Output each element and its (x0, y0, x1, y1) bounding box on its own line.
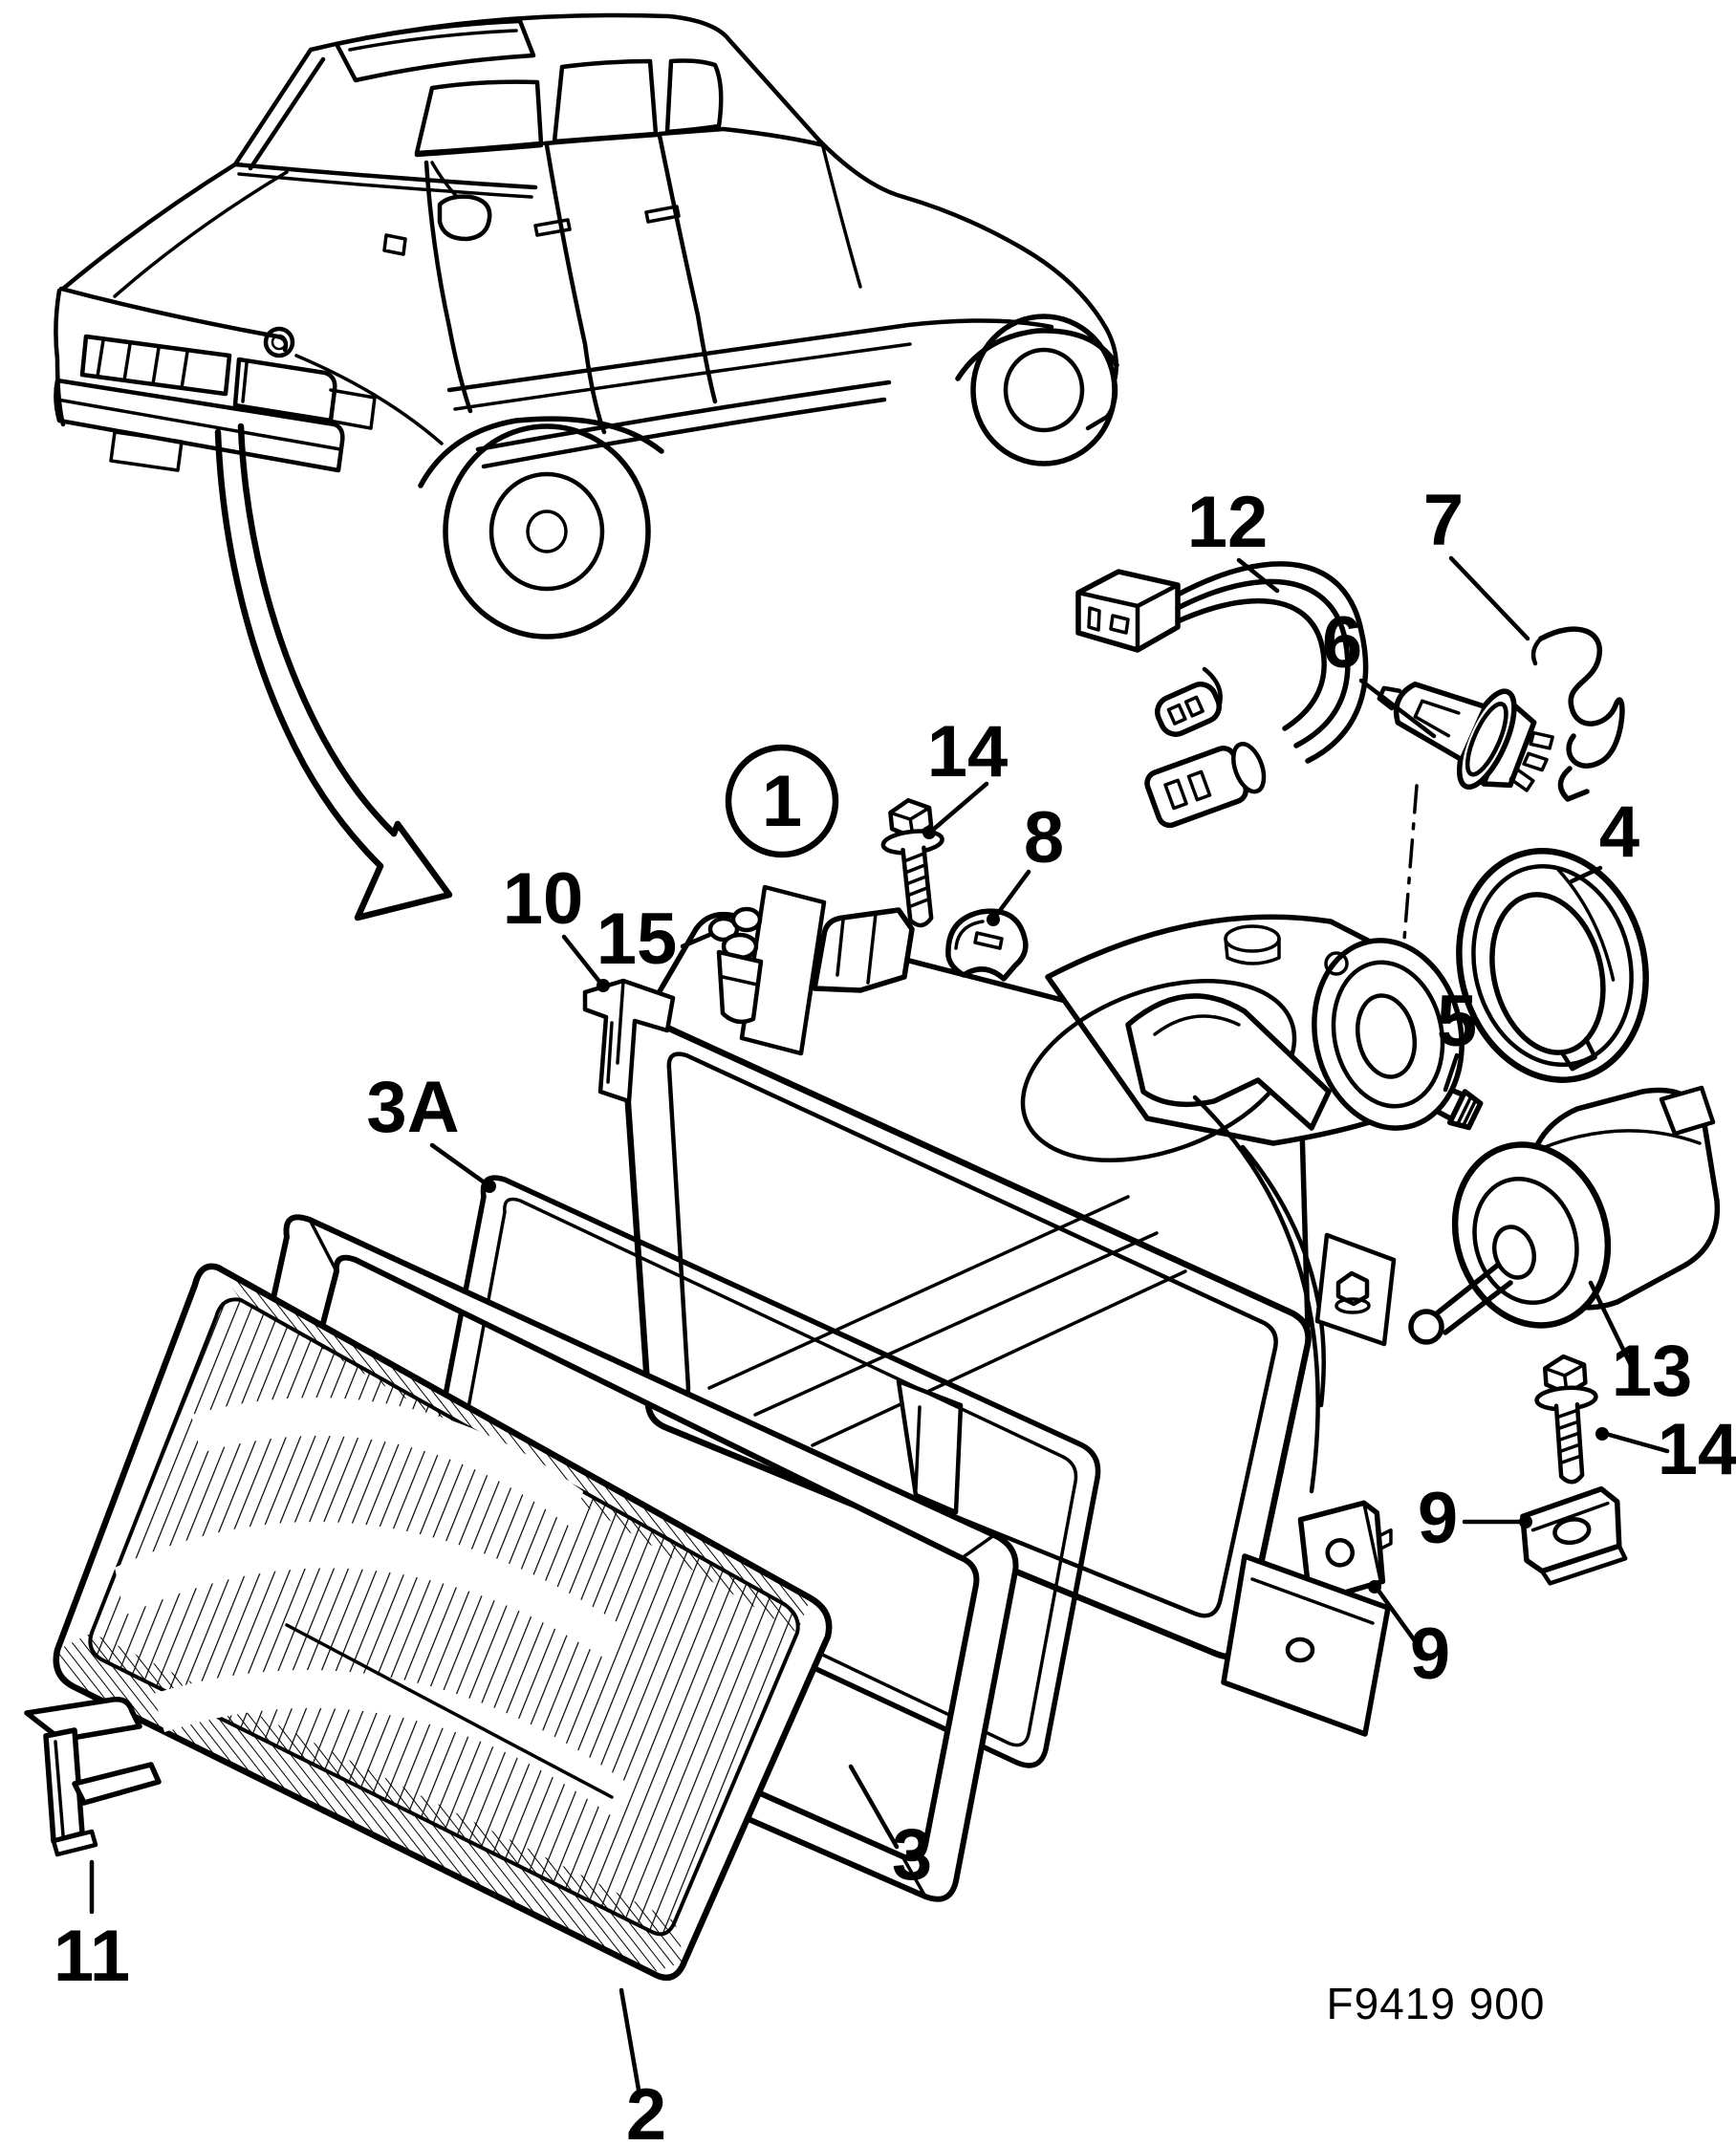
callout-4-leader (1569, 865, 1603, 884)
callout-14a-label: 14 (927, 711, 1009, 792)
callout-14b-label: 14 (1658, 1409, 1736, 1490)
callout-10-leader (561, 934, 603, 986)
adjuster-motor-13 (1408, 1085, 1721, 1345)
callout-8-label: 8 (1024, 797, 1064, 878)
screw-14-lower (1533, 1355, 1601, 1485)
assembly-callout-circle (725, 744, 839, 858)
callout-4-label: 4 (1599, 791, 1639, 873)
callout-15-label: 15 (597, 899, 678, 980)
bracket-10 (582, 978, 676, 1104)
callout-10-label: 10 (503, 858, 584, 940)
headlamp-bulb-6 (1377, 681, 1554, 792)
callout-13-leader (1588, 1280, 1634, 1368)
callout-8-leader (993, 869, 1031, 919)
seal-ring-4 (1456, 848, 1649, 1083)
bracket-11 (24, 1697, 162, 1857)
callout-6-leader (1358, 678, 1437, 739)
callout-5-label: 5 (1437, 981, 1477, 1062)
callout-9b-label: 9 (1410, 1614, 1450, 1695)
u-nut-9 (1520, 1485, 1628, 1586)
callout-2-leader (618, 1987, 641, 2092)
callout-12-label: 12 (1187, 482, 1269, 563)
lens-2 (53, 1263, 833, 1982)
callout-3-label: 3 (892, 1814, 932, 1896)
callout-9a-label: 9 (1418, 1478, 1458, 1559)
callout-12-leader (1236, 557, 1280, 594)
bulb-spring-clip-7 (1530, 626, 1625, 802)
callout-13-label: 13 (1612, 1331, 1693, 1412)
callout-3a-label: 3A (366, 1067, 459, 1148)
callout-14b-leader (1603, 1431, 1670, 1454)
callout-3-leader (848, 1764, 900, 1850)
callout-7-leader (1448, 555, 1530, 641)
callout-5-leader (1443, 1052, 1460, 1093)
retaining-clip-8 (945, 908, 1029, 982)
figure-code: F9419 900 (1327, 1979, 1546, 2028)
callout-3a-leader (429, 1142, 488, 1186)
callouts: 12 7 6 14 1 8 15 10 3A 4 5 13 14 9 (54, 480, 1736, 2146)
callout-6-label: 6 (1322, 602, 1362, 683)
callout-2-label: 2 (626, 2074, 666, 2146)
callout-1-label: 1 (762, 761, 802, 842)
reference-arrow (214, 423, 453, 921)
callout-14a-leader (930, 781, 989, 833)
callout-7-label: 7 (1423, 480, 1464, 561)
lens-frame-3 (212, 1214, 1019, 1902)
wiring-harness-12 (1075, 561, 1369, 829)
callout-15-leader (680, 932, 712, 949)
housing-assembly (619, 907, 1465, 1737)
grommet-15 (707, 884, 827, 1056)
callout-9b-leader (1376, 1588, 1421, 1649)
car-illustration (54, 12, 1119, 639)
callout-11-label: 11 (54, 1916, 130, 1997)
